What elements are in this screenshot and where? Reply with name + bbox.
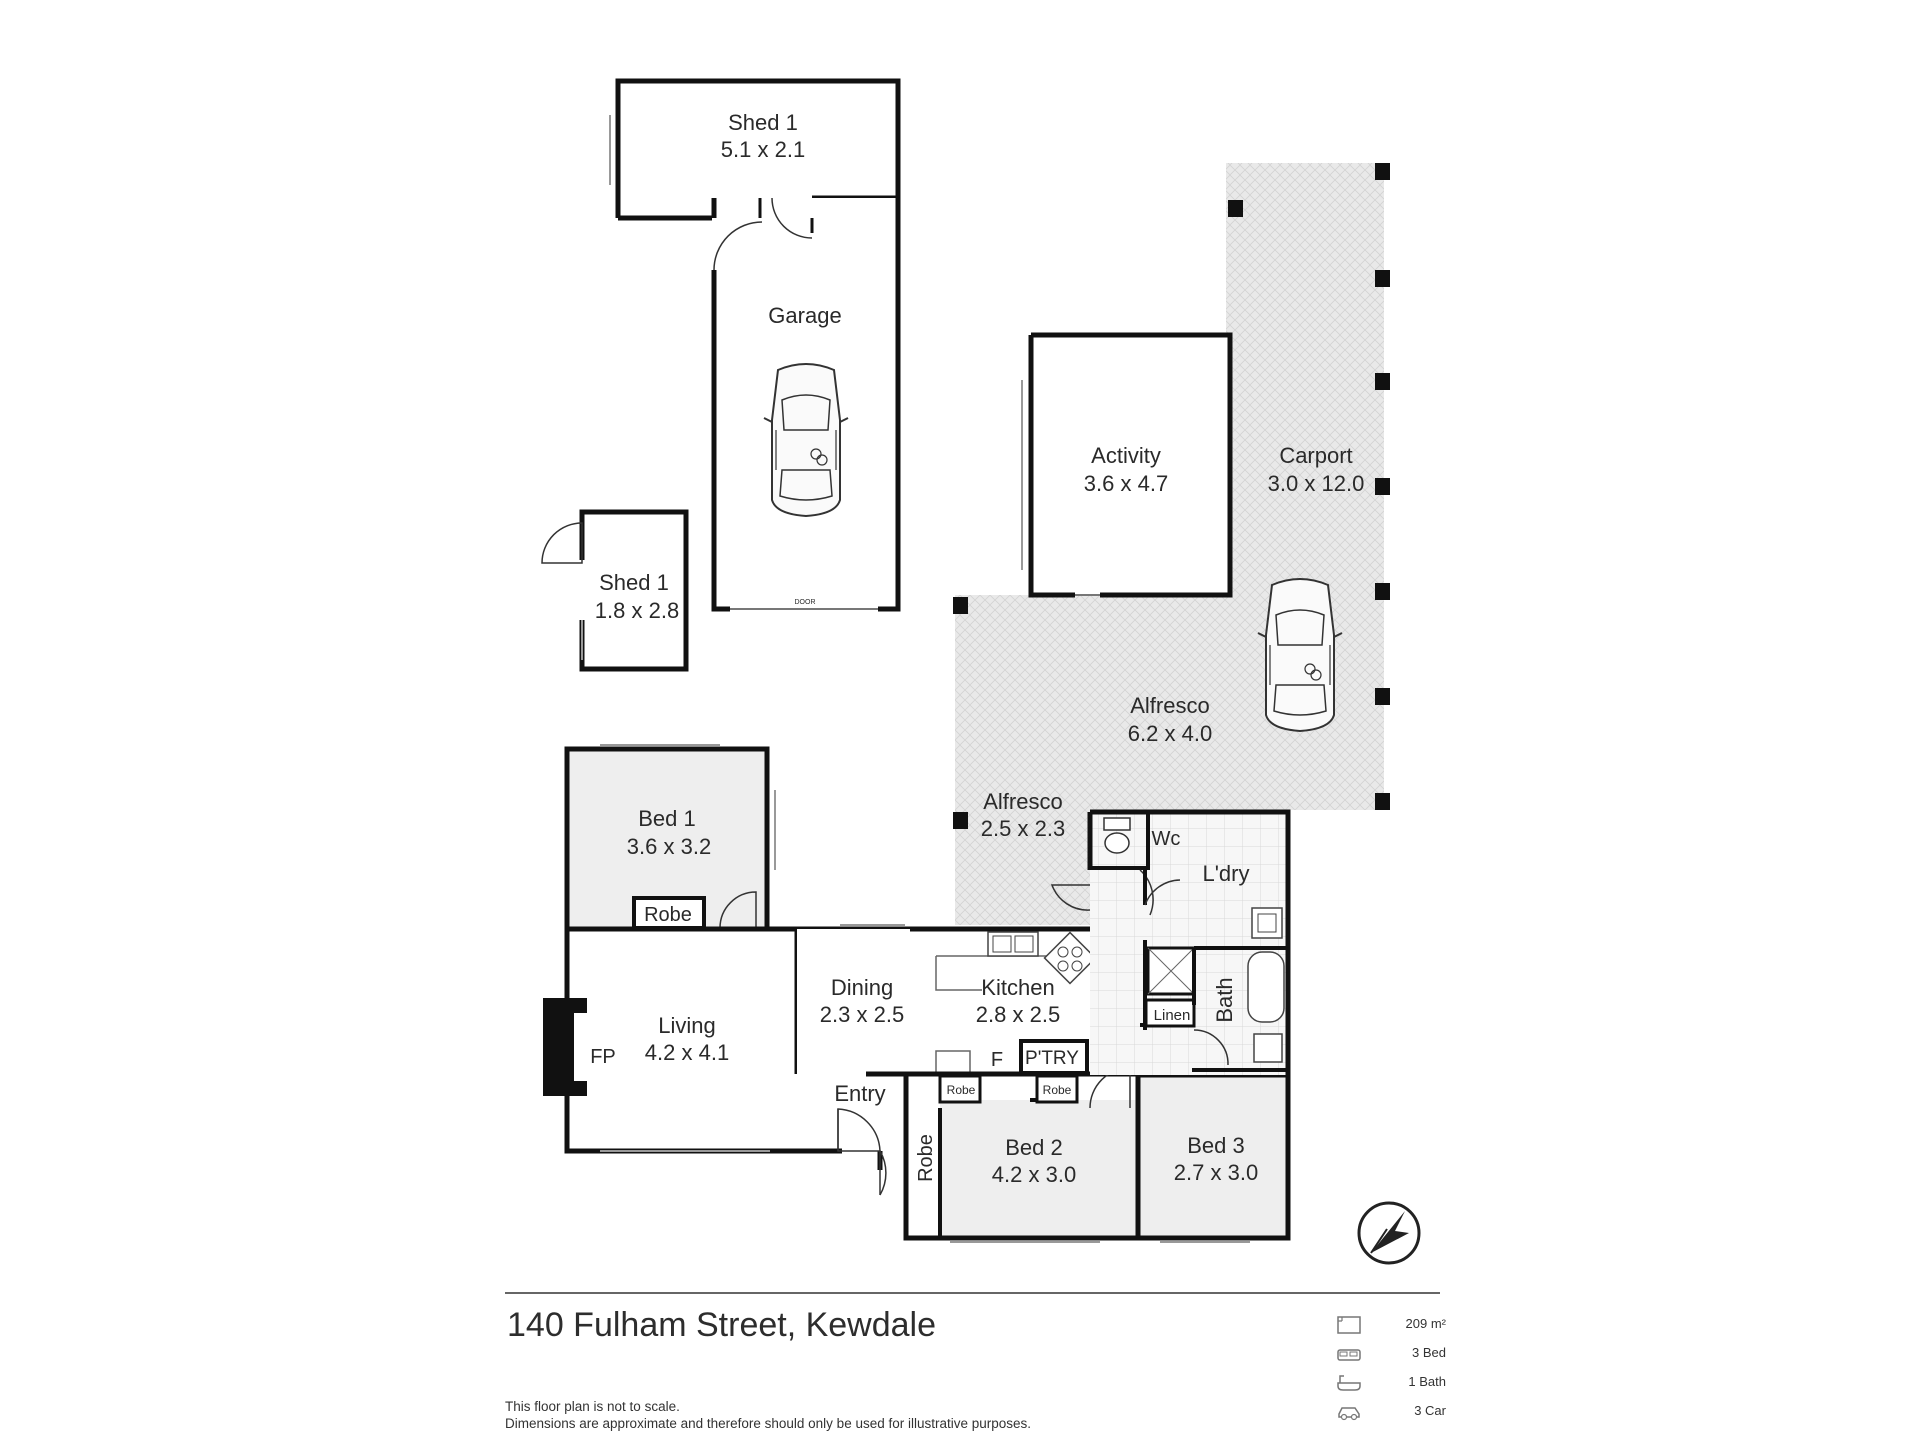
stat-bed-value: 3 Bed (1412, 1345, 1446, 1360)
living (543, 926, 910, 1154)
living-name: Living (658, 1013, 715, 1038)
stat-bath-value: 1 Bath (1408, 1374, 1446, 1389)
activity-name: Activity (1091, 443, 1161, 468)
disclaimer: This floor plan is not to scale. Dimensi… (505, 1398, 1031, 1432)
kitchen-name: Kitchen (981, 975, 1054, 1000)
stat-bed: 3 Bed (1336, 1342, 1446, 1371)
door-swing-icon (713, 221, 763, 271)
alfresco-small-name: Alfresco (983, 789, 1062, 814)
alfresco-main-dims: 6.2 x 4.0 (1128, 721, 1212, 746)
disclaimer-line-2: Dimensions are approximate and therefore… (505, 1416, 1032, 1431)
stat-area: 209 m² (1336, 1313, 1446, 1342)
bed2-robe-b-label: Robe (1043, 1083, 1072, 1097)
stat-car: 3 Car (1336, 1400, 1446, 1429)
wc-label: Wc (1152, 828, 1181, 850)
bed3-name: Bed 3 (1187, 1133, 1245, 1158)
bed2-dims: 4.2 x 3.0 (992, 1162, 1076, 1187)
garage (711, 197, 901, 612)
shed-left (541, 509, 689, 672)
compass-icon (1357, 1201, 1421, 1265)
car-topview-icon (1257, 578, 1343, 732)
garage-door-label: DOOR (795, 599, 816, 606)
dining-dims: 2.3 x 2.5 (820, 1002, 904, 1027)
carport-dims: 3.0 x 12.0 (1268, 471, 1365, 496)
bed2 (903, 1067, 1141, 1243)
entry-label: Entry (834, 1081, 885, 1106)
entry (837, 1108, 887, 1196)
wet-areas (1050, 809, 1291, 1075)
dining-name: Dining (831, 975, 893, 1000)
laundry-label: L'dry (1203, 861, 1250, 886)
living-dims: 4.2 x 4.1 (645, 1040, 729, 1065)
shed-left-dims: 1.8 x 2.8 (595, 598, 679, 623)
activity-dims: 3.6 x 4.7 (1084, 471, 1168, 496)
bed1 (564, 744, 776, 930)
stat-bath: 1 Bath (1336, 1371, 1446, 1400)
linen-label: Linen (1154, 1007, 1191, 1024)
fridge-label: F (991, 1049, 1003, 1071)
bed3-dims: 2.7 x 3.0 (1174, 1160, 1258, 1185)
alfresco-small-dims: 2.5 x 2.3 (981, 816, 1065, 841)
pantry-label: P'TRY (1025, 1048, 1079, 1069)
stat-car-value: 3 Car (1414, 1403, 1446, 1418)
shed-top-name: Shed 1 (728, 110, 798, 135)
property-address: 140 Fulham Street, Kewdale (507, 1306, 937, 1344)
dining-kitchen (797, 924, 1145, 1077)
garage-name: Garage (768, 303, 841, 328)
bed2-name: Bed 2 (1005, 1135, 1063, 1160)
car-icon (1338, 1407, 1360, 1421)
carport-name: Carport (1279, 443, 1352, 468)
fireplace-label: FP (590, 1046, 616, 1068)
car-topview-icon (763, 363, 849, 517)
bed-icon (1337, 1349, 1361, 1361)
shed-left-name: Shed 1 (599, 570, 669, 595)
area-icon (1337, 1316, 1361, 1334)
bath-icon (1337, 1375, 1361, 1391)
bed2-robe-c-label: Robe (915, 1134, 937, 1182)
bath-label: Bath (1212, 977, 1237, 1022)
activity-room (1021, 332, 1233, 598)
disclaimer-line-1: This floor plan is not to scale. (505, 1399, 680, 1414)
shed-top-dims: 5.1 x 2.1 (721, 137, 805, 162)
bed1-robe-label: Robe (644, 904, 692, 926)
bed1-name: Bed 1 (638, 806, 696, 831)
door-swing-icon (837, 1108, 887, 1196)
shed-top (609, 78, 901, 221)
carport-posts (953, 163, 1390, 829)
stat-area-value: 209 m² (1405, 1316, 1446, 1331)
bed2-robe-a-label: Robe (947, 1083, 976, 1097)
property-stats: 209 m² 3 Bed 1 Bath 3 Car (1336, 1313, 1446, 1429)
alfresco-main-name: Alfresco (1130, 693, 1209, 718)
bed1-dims: 3.6 x 3.2 (627, 834, 711, 859)
kitchen-dims: 2.8 x 2.5 (976, 1002, 1060, 1027)
